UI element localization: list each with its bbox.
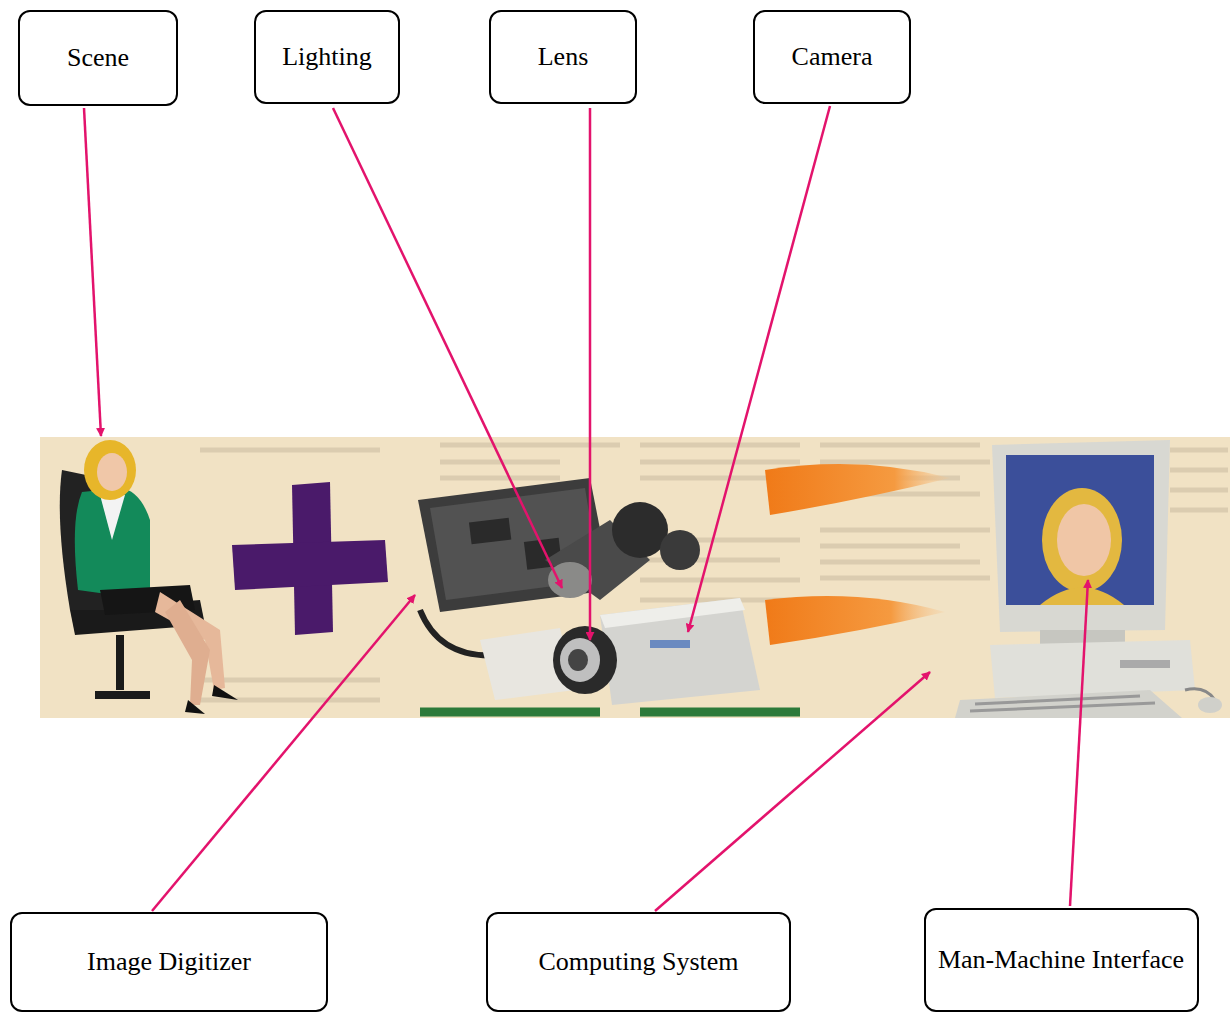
digitizer-board — [418, 478, 612, 700]
callout-label: Lens — [538, 41, 589, 74]
callout-box: Lens — [489, 10, 637, 104]
callout-box: Image Digitizer — [10, 912, 328, 1012]
callout-box: Camera — [753, 10, 911, 104]
callout-label: Scene — [67, 42, 129, 75]
callout-box: Computing System — [486, 912, 791, 1012]
callout-box: Scene — [18, 10, 178, 106]
computer-figure — [955, 440, 1222, 718]
callout-label: Camera — [792, 41, 873, 74]
callout-label: Computing System — [538, 946, 738, 979]
light-unit — [545, 502, 700, 600]
leader-arrows — [84, 106, 1088, 911]
camera-body — [553, 598, 760, 705]
callout-box: Lighting — [254, 10, 400, 104]
arrow-streaks — [765, 464, 950, 645]
woman-figure — [60, 440, 238, 714]
callout-box: Man-Machine Interface — [924, 908, 1199, 1012]
photo-band — [40, 437, 1230, 718]
callout-label: Lighting — [282, 41, 372, 74]
callout-label: Man-Machine Interface — [938, 944, 1184, 977]
callout-label: Image Digitizer — [87, 946, 251, 979]
plus-sign — [232, 482, 388, 635]
